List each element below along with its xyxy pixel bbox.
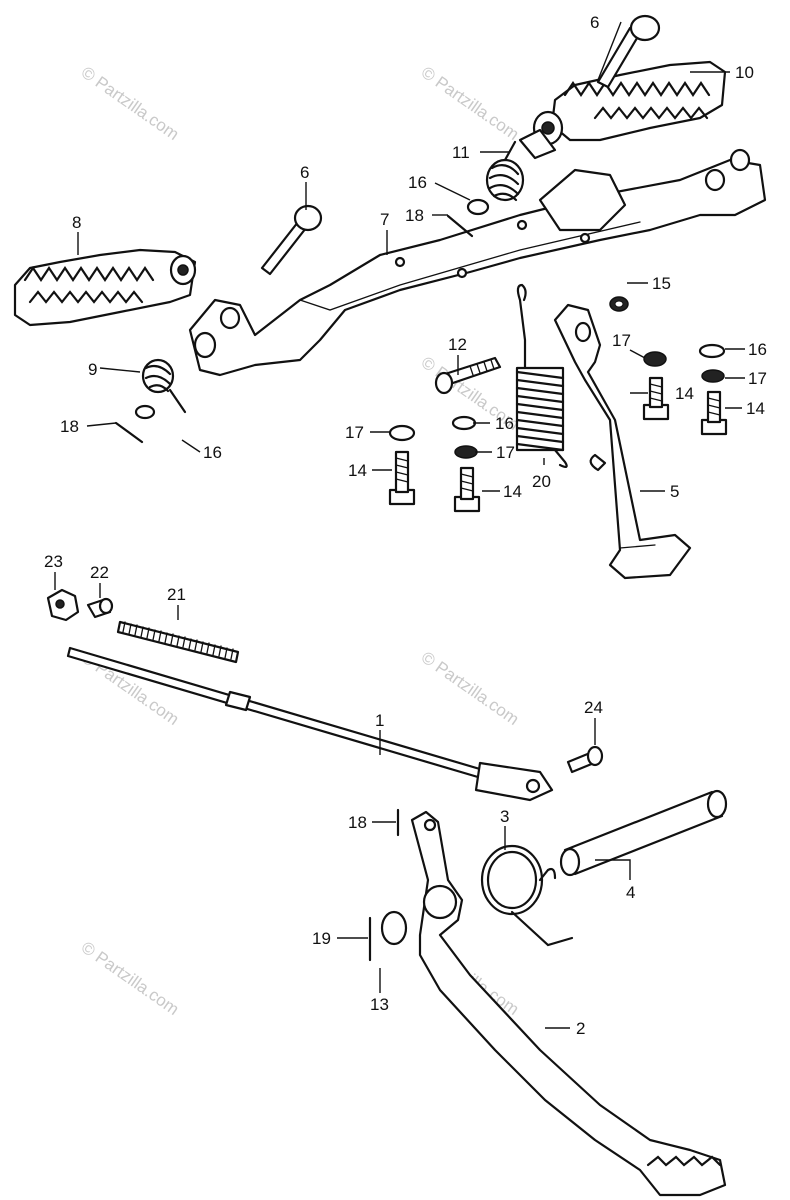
callout-5: 5: [670, 482, 679, 501]
part-14-bolt: [388, 450, 416, 506]
watermark: © Partzilla.com: [78, 938, 183, 1019]
part-5-side-stand: [553, 303, 692, 580]
callout-1: 1: [375, 711, 384, 730]
callout-14-right-left: 14: [675, 384, 694, 403]
part-7-footpeg-bar: [188, 148, 767, 377]
callout-18-pedal: 18: [348, 813, 367, 832]
callout-16-upper: 16: [408, 173, 427, 192]
part-6-pin-left: [260, 204, 323, 276]
callout-14-center-right: 14: [503, 482, 522, 501]
part-14-bolt: [453, 466, 481, 513]
center-hardware: [388, 415, 481, 513]
watermark: © Partzilla.com: [78, 63, 183, 144]
part-8-left-footpeg: [13, 248, 197, 327]
part-1-brake-rod: [66, 646, 554, 802]
callout-8: 8: [72, 213, 81, 232]
callout-18-upper: 18: [405, 206, 424, 225]
part-17-lock-washer: [388, 424, 416, 442]
part-16-washer: [451, 415, 477, 431]
part-16-washer: [698, 343, 726, 359]
part-11-spring: [485, 140, 525, 202]
callout-13: 13: [370, 995, 389, 1014]
part-16-washer: [466, 198, 490, 216]
callout-3: 3: [500, 807, 509, 826]
callout-15: 15: [652, 274, 671, 293]
watermark: © Partzilla.com: [418, 63, 523, 144]
callout-16-right: 16: [748, 340, 767, 359]
part-13-washer: [380, 910, 408, 946]
part-14-bolt: [642, 376, 670, 421]
part-17-lock-washer: [454, 445, 478, 459]
callout-10: 10: [735, 63, 754, 82]
part-23-adjust-nut: [46, 588, 80, 622]
callout-12: 12: [448, 335, 467, 354]
part-9-spring: [141, 358, 187, 414]
part-24-joint-pin: [566, 745, 604, 774]
part-17-lock-washer: [643, 351, 667, 367]
part-20-stand-spring: [515, 283, 568, 469]
callout-23: 23: [44, 552, 63, 571]
callout-16-left: 16: [203, 443, 222, 462]
callout-14-center-left: 14: [348, 461, 367, 480]
callout-9: 9: [88, 360, 97, 379]
part-17-lock-washer: [701, 369, 725, 383]
callout-4: 4: [626, 883, 635, 902]
callout-6-upper: 6: [590, 13, 599, 32]
callout-11: 11: [452, 143, 470, 162]
part-14-bolt: [700, 390, 728, 436]
callout-17-center-left: 17: [345, 423, 364, 442]
part-12-bolt: [434, 356, 502, 395]
callout-24: 24: [584, 698, 603, 717]
callout-19: 19: [312, 929, 331, 948]
right-hardware: [642, 343, 728, 436]
part-16-washer: [134, 404, 156, 420]
callout-2: 2: [576, 1019, 585, 1038]
part-4-pivot-shaft: [559, 789, 728, 877]
part-21-spring: [116, 620, 240, 664]
callout-7: 7: [380, 210, 389, 229]
part-22-collar: [86, 597, 114, 619]
callout-16-center: 16: [495, 414, 514, 433]
part-6-pin-upper: [596, 14, 661, 89]
part-18-cotter-pin: [114, 421, 144, 444]
callout-22: 22: [90, 563, 109, 582]
callout-17-center: 17: [496, 443, 515, 462]
callout-18-left: 18: [60, 417, 79, 436]
watermarks: © Partzilla.com © Partzilla.com © Partzi…: [78, 63, 523, 1019]
callout-labels: 1 2 3 4 5 6 6 7 8 9 10 11 12 13 14 14 14…: [44, 13, 767, 1038]
callout-20: 20: [532, 472, 551, 491]
part-10-right-footpeg: [518, 60, 727, 160]
part-15-nut: [609, 296, 629, 312]
callout-17-right: 17: [748, 369, 767, 388]
callout-14-right: 14: [746, 399, 765, 418]
callout-6-left: 6: [300, 163, 309, 182]
part-18-cotter-pin: [446, 214, 474, 238]
leader-lines: [54, 21, 745, 1029]
callout-17-right-left: 17: [612, 331, 631, 350]
part-3-return-spring: [480, 844, 574, 947]
part-2-brake-pedal: [410, 810, 727, 1197]
watermark: © Partzilla.com: [418, 648, 523, 729]
callout-21: 21: [167, 585, 186, 604]
